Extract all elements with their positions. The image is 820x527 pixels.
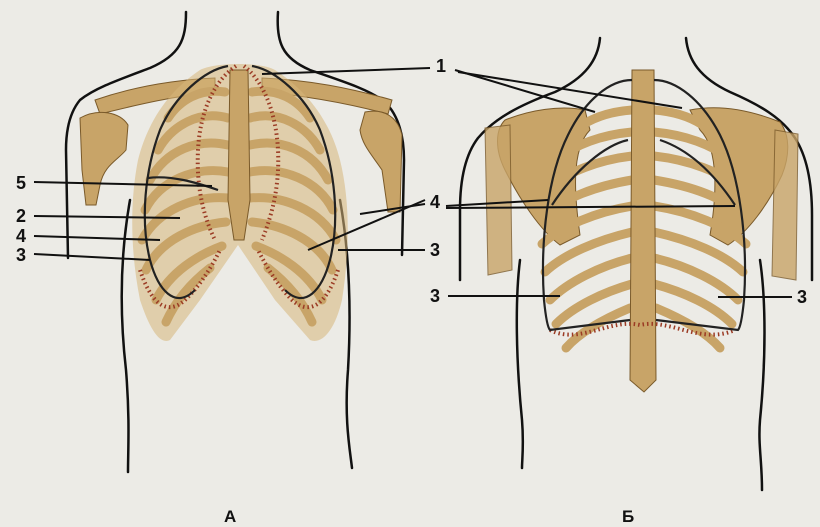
label-5: 5 [16, 173, 26, 193]
label-3-left: 3 [16, 245, 26, 265]
panel-b [460, 38, 812, 490]
panel-a [66, 12, 404, 472]
label-2: 2 [16, 206, 26, 226]
panel-b-right-arm [772, 130, 798, 280]
label-3-panel-b-left: 3 [430, 286, 440, 306]
panel-a-sternum [228, 70, 250, 240]
panel-a-right-scapula-humerus [360, 111, 402, 212]
panel-b-spine [630, 70, 656, 392]
panel-label-b: Б [622, 507, 634, 526]
panel-label-a: А [224, 507, 236, 526]
label-1: 1 [436, 56, 446, 76]
panel-a-left-scapula-humerus [80, 112, 128, 205]
panel-b-left-arm [485, 125, 512, 275]
label-3-center: 3 [430, 240, 440, 260]
label-4-left: 4 [16, 226, 26, 246]
callout-labels: 1 5 2 4 3 4 3 3 3 А Б [16, 56, 807, 526]
label-3-panel-b-right: 3 [797, 287, 807, 307]
label-4-center: 4 [430, 192, 440, 212]
